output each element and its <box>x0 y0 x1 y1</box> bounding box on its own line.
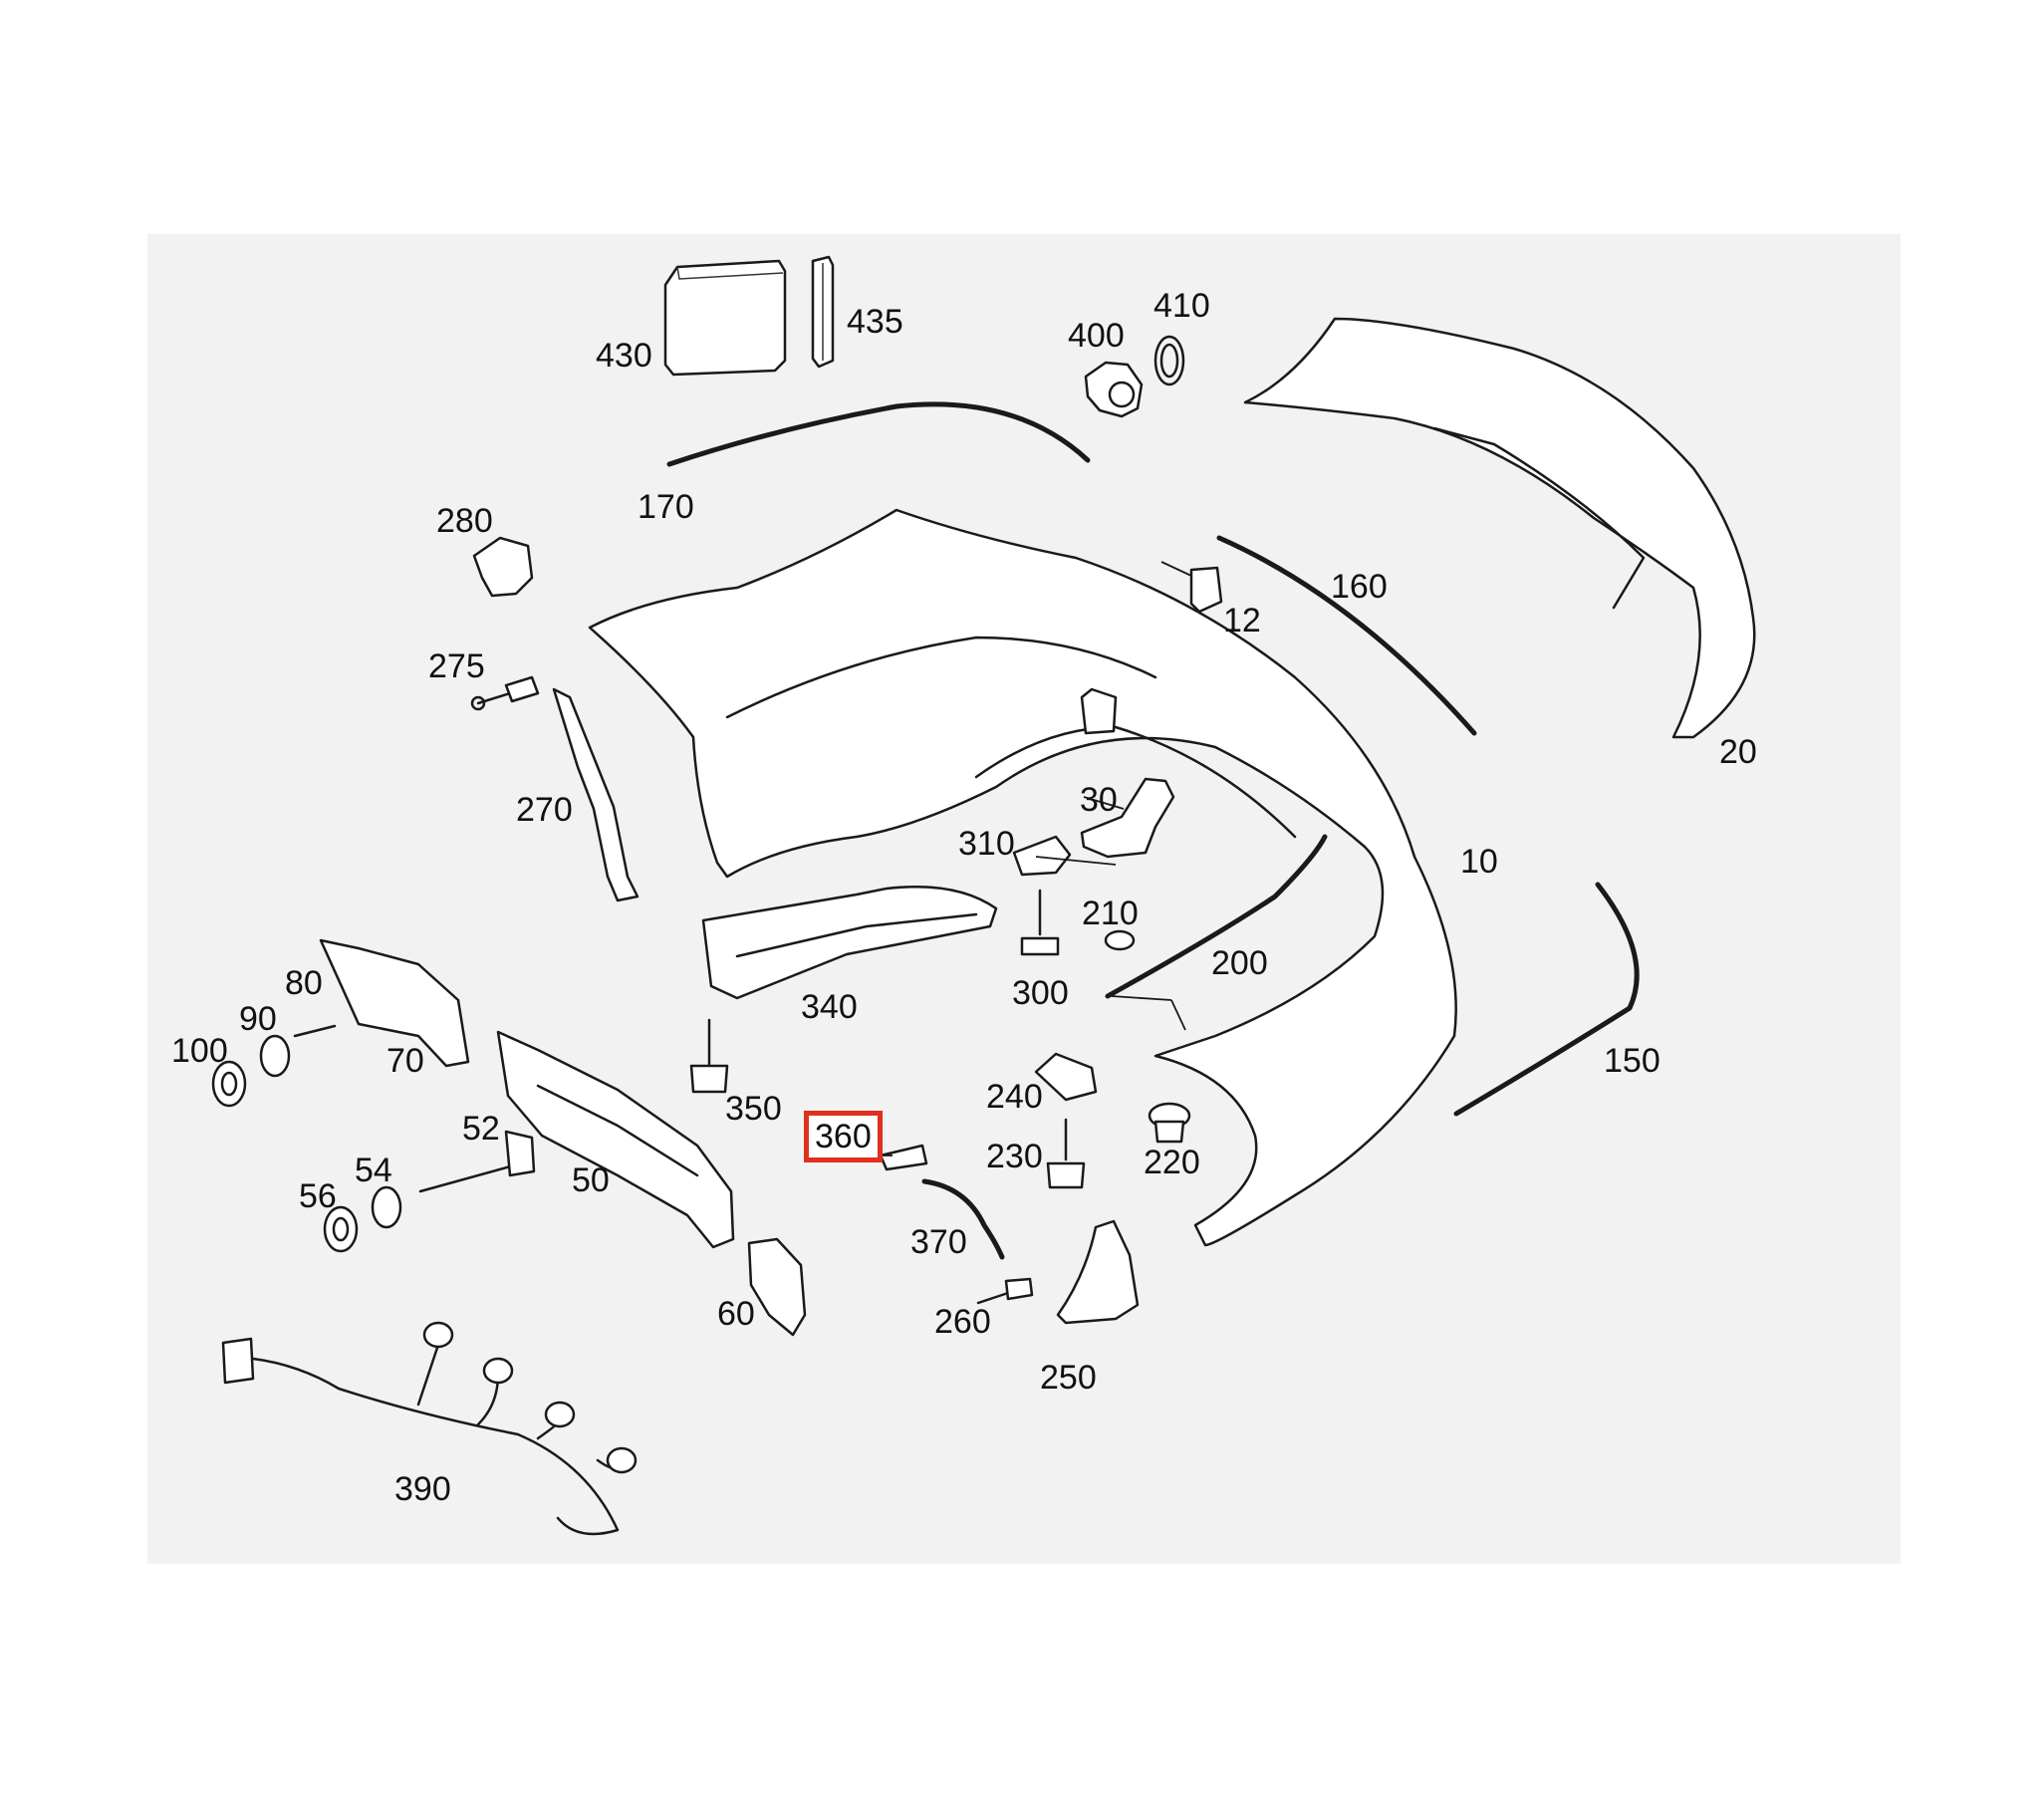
part-240-clip[interactable] <box>1034 1052 1098 1102</box>
part-30-bracket[interactable] <box>1080 777 1175 859</box>
callout-390: 390 <box>394 1470 451 1508</box>
part-10-bumper-cover[interactable] <box>588 508 1457 1247</box>
leader-lines <box>881 796 1186 1156</box>
part-410-sensor-ring[interactable] <box>1153 335 1185 386</box>
callout-240: 240 <box>986 1078 1043 1116</box>
part-400-parking-sensor[interactable] <box>1084 361 1144 418</box>
part-340-undertray[interactable] <box>701 886 998 1000</box>
callout-52: 52 <box>462 1110 500 1148</box>
part-54-washer[interactable] <box>371 1185 402 1229</box>
callout-50: 50 <box>572 1161 610 1199</box>
callout-210: 210 <box>1082 895 1139 932</box>
callout-70: 70 <box>386 1042 424 1080</box>
callout-435: 435 <box>847 303 903 341</box>
part-250-mud-flap[interactable] <box>1056 1219 1140 1325</box>
callout-260: 260 <box>934 1303 991 1341</box>
part-280-clip[interactable] <box>472 536 534 598</box>
callout-360-highlighted[interactable]: 360 <box>804 1111 883 1162</box>
callout-12: 12 <box>1223 602 1261 640</box>
part-12-cover[interactable] <box>1160 561 1223 614</box>
callout-220: 220 <box>1144 1144 1200 1181</box>
callout-54: 54 <box>355 1152 392 1189</box>
part-310-clip[interactable] <box>1012 835 1072 877</box>
part-20-diffuser[interactable] <box>1243 317 1756 739</box>
callout-340: 340 <box>801 988 858 1026</box>
callout-310: 310 <box>958 825 1015 863</box>
part-100-nut[interactable] <box>211 1060 247 1108</box>
callout-230: 230 <box>986 1138 1043 1175</box>
callout-300: 300 <box>1012 974 1069 1012</box>
part-430-control-module[interactable] <box>663 259 787 377</box>
part-90-washer[interactable] <box>259 1034 291 1078</box>
callout-170: 170 <box>638 488 694 526</box>
part-350-screw[interactable] <box>689 1018 729 1094</box>
callout-56: 56 <box>299 1177 337 1215</box>
callout-200: 200 <box>1211 944 1268 982</box>
callout-150: 150 <box>1604 1042 1661 1080</box>
part-220-nut[interactable] <box>1148 1102 1191 1144</box>
callout-30: 30 <box>1080 781 1118 819</box>
callout-80: 80 <box>285 964 323 1002</box>
callout-160: 160 <box>1331 568 1388 606</box>
callout-350: 350 <box>725 1090 782 1128</box>
callout-410: 410 <box>1153 287 1210 325</box>
callout-60: 60 <box>717 1295 755 1333</box>
part-160-strip[interactable] <box>1216 535 1477 736</box>
part-170-trim-strip[interactable] <box>666 401 1091 467</box>
part-56-nut[interactable] <box>323 1205 359 1253</box>
part-50-impact-absorber[interactable] <box>496 1030 735 1249</box>
callout-370: 370 <box>910 1223 967 1261</box>
part-300-screw[interactable] <box>1020 889 1060 956</box>
callout-270: 270 <box>516 791 573 829</box>
callout-100: 100 <box>171 1032 228 1070</box>
callout-430: 430 <box>596 337 652 375</box>
callout-280: 280 <box>436 502 493 540</box>
part-150-strip[interactable] <box>1453 882 1640 1117</box>
part-80-bracket[interactable] <box>319 938 470 1068</box>
callout-275: 275 <box>428 647 485 685</box>
part-360-pad[interactable] <box>879 1144 928 1171</box>
part-200-reflector-strip[interactable] <box>1105 834 1328 999</box>
part-370-trim[interactable] <box>921 1178 1005 1260</box>
part-270-bracket[interactable] <box>552 687 639 902</box>
part-260-pin[interactable] <box>976 1277 1034 1305</box>
callout-400: 400 <box>1068 317 1125 355</box>
part-435-bracket[interactable] <box>811 255 835 369</box>
callout-20: 20 <box>1719 733 1757 771</box>
part-390-wiring-harness[interactable] <box>221 1321 638 1536</box>
callout-250: 250 <box>1040 1359 1097 1397</box>
part-60-bracket[interactable] <box>747 1237 807 1337</box>
part-52-bolt[interactable] <box>418 1130 536 1193</box>
part-230-screw[interactable] <box>1046 1118 1086 1189</box>
callout-90: 90 <box>239 1000 277 1038</box>
part-80-bolt[interactable] <box>293 1024 337 1038</box>
callout-10: 10 <box>1460 843 1498 881</box>
part-275-screw[interactable] <box>470 675 540 711</box>
part-210-washer[interactable] <box>1104 929 1136 951</box>
